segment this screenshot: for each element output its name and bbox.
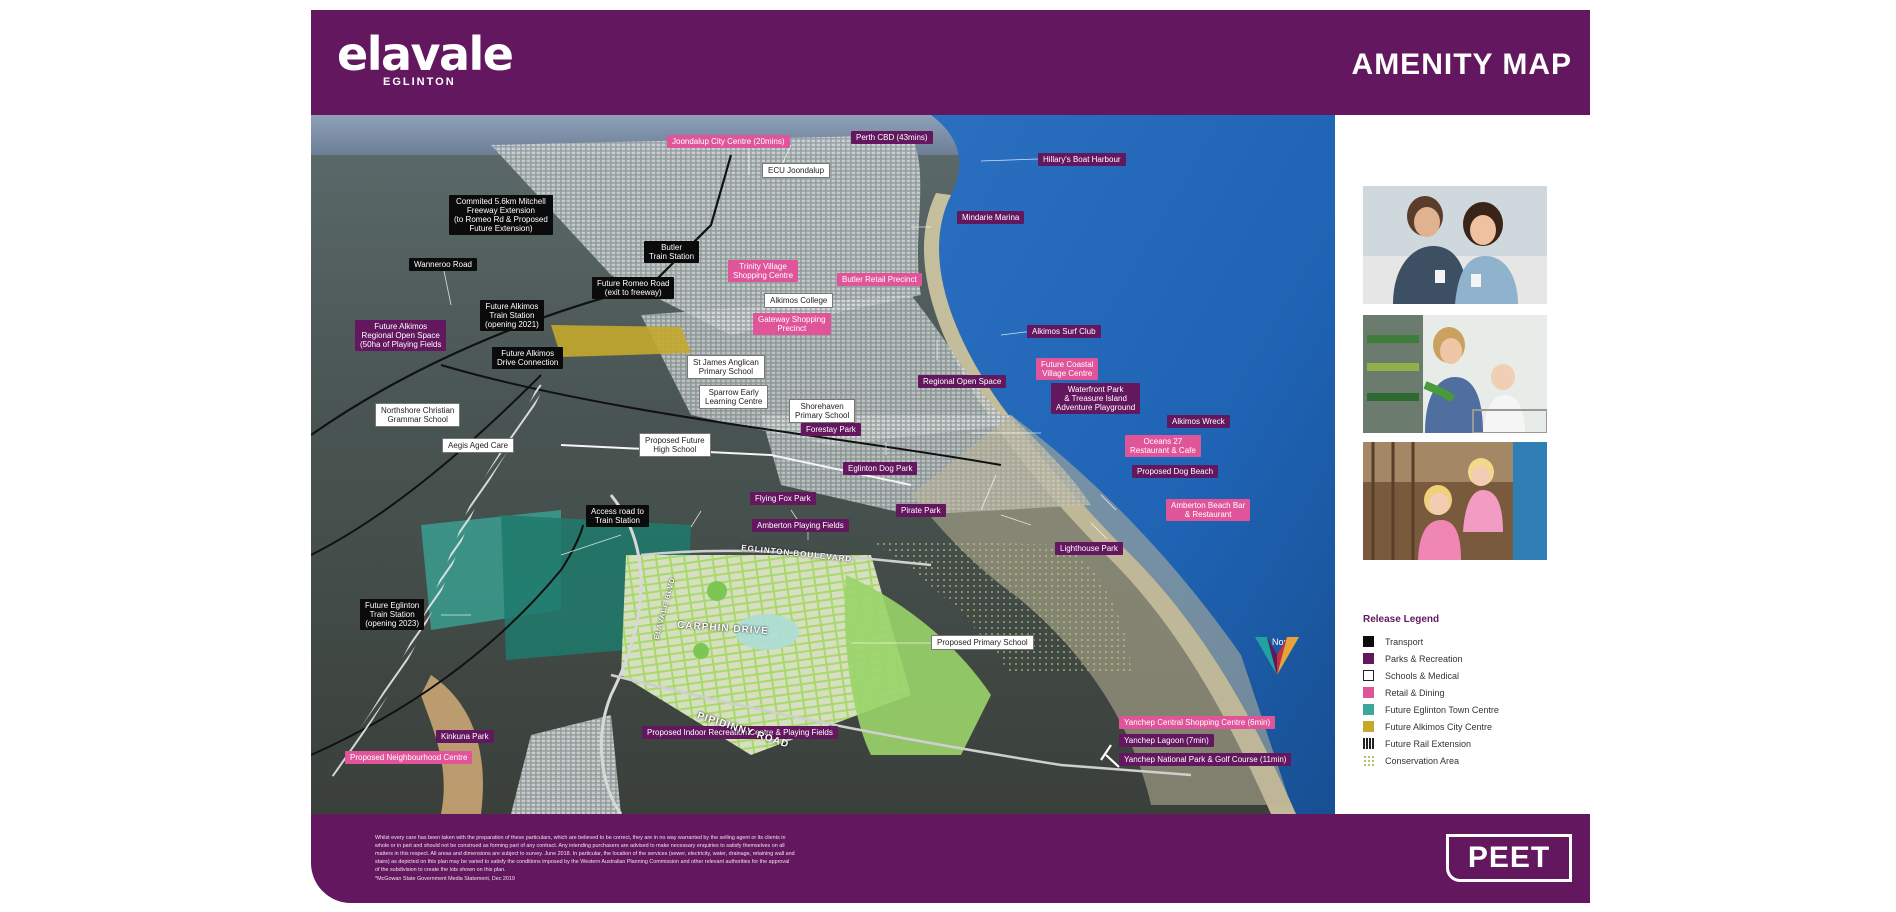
label-future-alkimos-open-space[interactable]: Future Alkimos Regional Open Space (50ha… bbox=[355, 320, 447, 351]
legend-swatch-transport bbox=[1363, 636, 1374, 647]
label-access-road[interactable]: Access road to Train Station bbox=[586, 505, 649, 527]
amenity-map-page: elavale EGLINTON AMENITY MAP bbox=[311, 10, 1590, 903]
disclaimer: Whilst every care has been taken with th… bbox=[375, 834, 795, 883]
north-arrow-icon bbox=[1255, 637, 1299, 675]
legend-title: Release Legend bbox=[1363, 614, 1440, 625]
label-proposed-dog-beach[interactable]: Proposed Dog Beach bbox=[1132, 465, 1219, 478]
label-future-romeo-road[interactable]: Future Romeo Road (exit to freeway) bbox=[592, 277, 675, 299]
label-alkimos-wreck[interactable]: Alkimos Wreck bbox=[1167, 415, 1230, 428]
legend-label: Schools & Medical bbox=[1385, 670, 1460, 681]
release-legend: Release Legend Transport Parks & Recreat… bbox=[1363, 614, 1583, 769]
label-alkimos-surf-club[interactable]: Alkimos Surf Club bbox=[1027, 325, 1101, 338]
label-lighthouse-park[interactable]: Lighthouse Park bbox=[1055, 542, 1123, 555]
legend-item-retail: Retail & Dining bbox=[1363, 684, 1583, 701]
brand-sub: EGLINTON bbox=[383, 76, 456, 88]
label-mitchell-freeway[interactable]: Commited 5.6km Mitchell Freeway Extensio… bbox=[449, 195, 553, 235]
elavale-logo: elavale EGLINTON bbox=[337, 27, 514, 88]
label-regional-open-space[interactable]: Regional Open Space bbox=[918, 375, 1007, 388]
label-alkimos-college[interactable]: Alkimos College bbox=[764, 293, 834, 308]
label-proposed-neighbourhood-centre[interactable]: Proposed Neighbourhood Centre bbox=[345, 751, 473, 764]
label-trinity-village[interactable]: Trinity Village Shopping Centre bbox=[728, 260, 799, 282]
legend-label: Transport bbox=[1385, 636, 1424, 647]
legend-item-schools: Schools & Medical bbox=[1363, 667, 1583, 684]
label-future-coastal-village[interactable]: Future Coastal Village Centre bbox=[1036, 358, 1099, 380]
label-sparrow-early-learning[interactable]: Sparrow Early Learning Centre bbox=[699, 385, 769, 409]
label-waterfront-park[interactable]: Waterfront Park & Treasure Island Advent… bbox=[1051, 383, 1141, 414]
label-future-eglinton-train-station[interactable]: Future Eglinton Train Station (opening 2… bbox=[360, 599, 425, 630]
legend-item-alkimos-city-centre: Future Alkimos City Centre bbox=[1363, 718, 1583, 735]
legend-label: Future Eglinton Town Centre bbox=[1385, 704, 1499, 715]
legend-item-conservation: Conservation Area bbox=[1363, 752, 1583, 769]
label-oceans-27[interactable]: Oceans 27 Restaurant & Cafe bbox=[1125, 435, 1201, 457]
label-future-alkimos-drive-connection[interactable]: Future Alkimos Drive Connection bbox=[492, 347, 564, 369]
label-butler-retail-precinct[interactable]: Butler Retail Precinct bbox=[837, 273, 922, 286]
label-pirate-park[interactable]: Pirate Park bbox=[896, 504, 946, 517]
label-gateway-shopping-precinct[interactable]: Gateway Shopping Precinct bbox=[753, 313, 831, 335]
legend-swatch-parks bbox=[1363, 653, 1374, 664]
lifestyle-photo-couple bbox=[1363, 186, 1547, 304]
label-shorehaven-primary[interactable]: Shorehaven Primary School bbox=[789, 399, 856, 423]
label-forestay-park[interactable]: Forestay Park bbox=[801, 423, 861, 436]
label-st-james-anglican[interactable]: St James Anglican Primary School bbox=[687, 355, 765, 379]
label-eglinton-dog-park[interactable]: Eglinton Dog Park bbox=[843, 462, 918, 475]
label-proposed-primary-school[interactable]: Proposed Primary School bbox=[931, 635, 1034, 650]
label-proposed-indoor-recreation[interactable]: Proposed Indoor Recreation Centre & Play… bbox=[642, 726, 838, 739]
legend-label: Conservation Area bbox=[1385, 755, 1460, 766]
label-wanneroo-road[interactable]: Wanneroo Road bbox=[409, 258, 477, 271]
label-joondalup-city-centre[interactable]: Joondalup City Centre (20mins) bbox=[667, 135, 790, 148]
brand-name: elavale bbox=[337, 27, 514, 81]
legend-swatch-retail bbox=[1363, 687, 1374, 698]
lifestyle-photo-playground bbox=[1363, 442, 1547, 560]
label-ecu-joondalup[interactable]: ECU Joondalup bbox=[762, 163, 831, 178]
lifestyle-photo-shopping bbox=[1363, 315, 1547, 433]
disclaimer-text: Whilst every care has been taken with th… bbox=[375, 835, 795, 873]
legend-swatch-eglinton bbox=[1363, 704, 1374, 715]
legend-swatch-alkimos bbox=[1363, 721, 1374, 732]
legend-label: Future Alkimos City Centre bbox=[1385, 721, 1493, 732]
header: elavale EGLINTON AMENITY MAP bbox=[311, 10, 1590, 115]
legend-item-transport: Transport bbox=[1363, 633, 1583, 650]
label-northshore-christian[interactable]: Northshore Christian Grammar School bbox=[375, 403, 461, 427]
north-compass: North bbox=[1253, 635, 1313, 675]
label-yanchep-central[interactable]: Yanchep Central Shopping Centre (6min) bbox=[1119, 716, 1276, 729]
label-yanchep-national-park[interactable]: Yanchep National Park & Golf Course (11m… bbox=[1119, 753, 1292, 766]
page-title: AMENITY MAP bbox=[1351, 48, 1572, 81]
disclaimer-note: *McGowan State Government Media Statemen… bbox=[375, 876, 515, 882]
label-amberton-beach-bar[interactable]: Amberton Beach Bar & Restaurant bbox=[1166, 499, 1251, 521]
legend-item-eglinton-town-centre: Future Eglinton Town Centre bbox=[1363, 701, 1583, 718]
label-mindarie-marina[interactable]: Mindarie Marina bbox=[957, 211, 1025, 224]
label-amberton-playing-fields[interactable]: Amberton Playing Fields bbox=[752, 519, 849, 532]
legend-swatch-schools bbox=[1363, 670, 1374, 681]
label-flying-fox-park[interactable]: Flying Fox Park bbox=[750, 492, 816, 505]
label-yanchep-lagoon[interactable]: Yanchep Lagoon (7min) bbox=[1119, 734, 1214, 747]
legend-item-rail-extension: Future Rail Extension bbox=[1363, 735, 1583, 752]
label-perth-cbd[interactable]: Perth CBD (43mins) bbox=[851, 131, 933, 144]
aerial-map-artwork bbox=[311, 115, 1335, 814]
legend-item-parks: Parks & Recreation bbox=[1363, 650, 1583, 667]
label-aegis-aged-care[interactable]: Aegis Aged Care bbox=[442, 438, 515, 453]
label-hillarys-boat-harbour[interactable]: Hillary's Boat Harbour bbox=[1038, 153, 1126, 166]
label-future-alkimos-train-station[interactable]: Future Alkimos Train Station (opening 20… bbox=[480, 300, 544, 331]
label-kinkuna-park[interactable]: Kinkuna Park bbox=[436, 730, 494, 743]
compass-label: North bbox=[1271, 637, 1294, 647]
peet-logo: PEET bbox=[1446, 834, 1572, 882]
legend-swatch-conservation bbox=[1363, 755, 1374, 766]
aerial-map[interactable]: Joondalup City Centre (20mins) Perth CBD… bbox=[311, 115, 1335, 814]
legend-label: Parks & Recreation bbox=[1385, 653, 1463, 664]
legend-swatch-rail bbox=[1363, 738, 1374, 749]
label-proposed-future-high-school[interactable]: Proposed Future High School bbox=[639, 433, 711, 457]
footer: Whilst every care has been taken with th… bbox=[311, 814, 1590, 903]
legend-label: Future Rail Extension bbox=[1385, 738, 1472, 749]
label-butler-train-station[interactable]: Butler Train Station bbox=[644, 241, 700, 263]
legend-label: Retail & Dining bbox=[1385, 687, 1445, 698]
